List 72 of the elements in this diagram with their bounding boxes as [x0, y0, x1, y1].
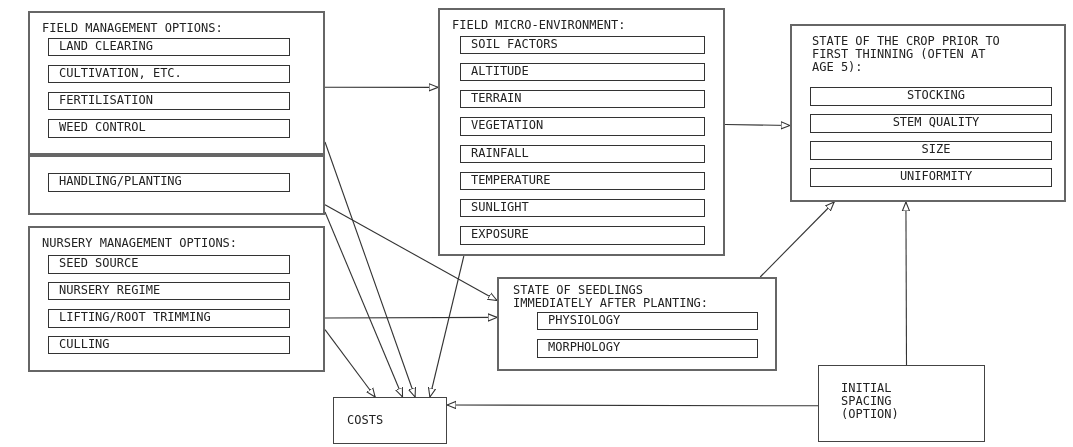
- factor-label: VEGETATION: [471, 118, 544, 132]
- factor-label: STEM QUALITY: [892, 115, 980, 129]
- factor-label: SOIL FACTORS: [471, 37, 558, 51]
- factor-box: [460, 117, 705, 136]
- factor-box: [460, 90, 705, 108]
- factor-box: [810, 168, 1052, 187]
- arrow: [324, 83, 439, 92]
- arrow: [901, 201, 911, 366]
- arrow: [324, 141, 416, 398]
- factor-label: NURSERY REGIME: [59, 283, 161, 297]
- factor-box: [48, 119, 290, 138]
- factor-box: [48, 92, 290, 110]
- factor-box: [460, 36, 705, 54]
- arrow: [324, 204, 498, 302]
- factor-label: SEED SOURCE: [59, 256, 139, 270]
- factor-box: [460, 63, 705, 81]
- panel-heading: NURSERY MANAGEMENT OPTIONS:: [42, 237, 239, 250]
- arrow: [724, 121, 791, 130]
- factor-box: [48, 65, 290, 83]
- factor-label: RAINFALL: [471, 146, 529, 160]
- factor-label: SIZE: [921, 142, 951, 156]
- arrow: [759, 201, 835, 278]
- arrow: [324, 329, 376, 398]
- process-box: [818, 365, 985, 442]
- factor-box: [48, 336, 290, 354]
- group-panel: [28, 11, 325, 155]
- factor-label: HANDLING/PLANTING: [59, 174, 182, 188]
- factor-label: LAND CLEARING: [59, 39, 153, 53]
- arrow: [324, 313, 498, 322]
- factor-label: EXPOSURE: [471, 227, 529, 241]
- panel-heading: STATE OF THE CROP PRIOR TO FIRST THINNING (OFTEN AT AGE 5):: [812, 35, 1001, 74]
- group-panel: [497, 277, 777, 371]
- factor-box: [537, 312, 758, 330]
- group-panel: [28, 226, 325, 372]
- arrow: [324, 211, 404, 398]
- group-panel: [438, 8, 725, 256]
- factor-label: MORPHOLOGY: [548, 340, 621, 354]
- process-box: [333, 397, 447, 444]
- factor-box: [48, 38, 290, 56]
- factor-box: [810, 141, 1052, 160]
- panel-heading: COSTS: [347, 414, 385, 427]
- factor-box: [48, 282, 290, 300]
- arrow: [446, 400, 819, 410]
- factor-label: ALTITUDE: [471, 64, 529, 78]
- panel-heading: FIELD MANAGEMENT OPTIONS:: [42, 22, 224, 35]
- factor-label: WEED CONTROL: [59, 120, 146, 134]
- factor-label: STOCKING: [907, 88, 965, 102]
- factor-box: [810, 114, 1052, 133]
- factor-box: [48, 255, 290, 274]
- factor-box: [460, 226, 705, 245]
- panel-box: [28, 155, 325, 215]
- factor-label: LIFTING/ROOT TRIMMING: [59, 310, 211, 324]
- factor-box: [48, 173, 290, 192]
- factor-label: TEMPERATURE: [471, 173, 551, 187]
- factor-label: PHYSIOLOGY: [548, 313, 621, 327]
- factor-label: SUNLIGHT: [471, 200, 529, 214]
- factor-box: [48, 309, 290, 328]
- factor-box: [460, 172, 705, 190]
- factor-box: [810, 87, 1052, 106]
- factor-box: [460, 199, 705, 217]
- arrow: [427, 255, 465, 398]
- panel-heading: FIELD MICRO-ENVIRONMENT:: [452, 19, 627, 32]
- panel-heading: INITIAL SPACING (OPTION): [841, 382, 900, 421]
- factor-label: FERTILISATION: [59, 93, 153, 107]
- factor-label: TERRAIN: [471, 91, 522, 105]
- factor-box: [537, 339, 758, 358]
- factor-label: CULLING: [59, 337, 110, 351]
- panel-heading: STATE OF SEEDLINGS IMMEDIATELY AFTER PLANTING:: [513, 284, 710, 310]
- factor-box: [460, 145, 705, 163]
- factor-label: CULTIVATION, ETC.: [59, 66, 182, 80]
- group-panel: [790, 24, 1066, 202]
- factor-label: UNIFORMITY: [899, 169, 973, 183]
